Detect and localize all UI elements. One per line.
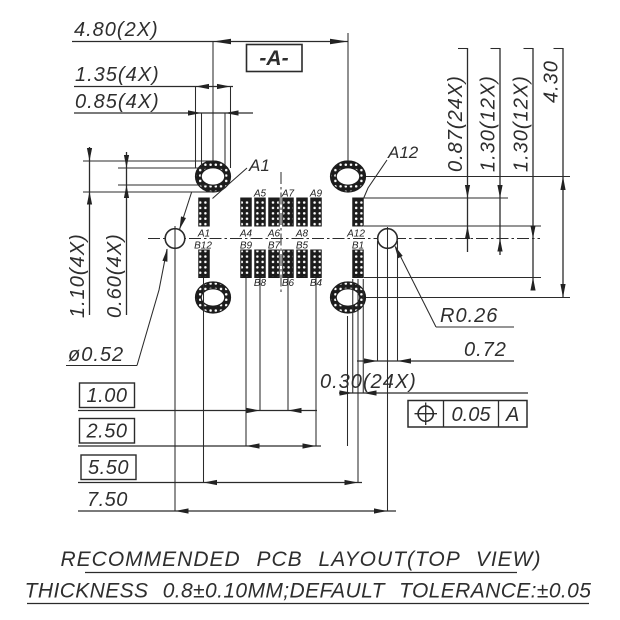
pad-label-B1: B1 [352,241,364,252]
title-line1: RECOMMENDED PCB LAYOUT(TOP VIEW) [61,548,542,571]
dimension-oval-height: 1.10(4X) [67,147,215,318]
pad-A7 [282,197,294,227]
via-radius-callout: R0.26 [394,245,514,328]
dim-span-vertical-text: 4.30 [541,60,563,103]
dimension-row-b-offset: 1.30(12X) [511,47,536,291]
dimension-span-pads: 5.50 [78,454,362,486]
pad-B4 [310,249,322,278]
oval-pad-bottom-left [194,281,232,314]
pad-label-A6: A6 [267,229,281,240]
callout-a12: A12 [363,143,419,199]
pad-A1 [198,197,210,227]
drawing-title: RECOMMENDED PCB LAYOUT(TOP VIEW) [61,548,542,574]
dim-pitch-mid-text: 2.50 [86,421,128,443]
title-line2: THICKNESS 0.8±0.10MM;DEFAULT TOLERANCE:±… [25,580,592,603]
dimension-pitch-small: 1.00 [78,382,317,414]
oval-pad-top-left [194,160,232,193]
pad-label-B5: B5 [296,241,309,252]
dimension-end-gap: 0.72 [357,339,514,364]
dim-hole-height-text: 0.60(4X) [104,233,126,318]
dimension-pad-width: 0.30(24X) [320,371,528,396]
dim-row-b-offset-text: 1.30(12X) [511,75,533,172]
pad-B1 [352,249,364,278]
dim-oval-pitch-text: 4.80(2X) [74,19,159,41]
pad-label-A9: A9 [309,189,323,200]
fcf-datum-ref: A [505,404,519,426]
dim-via-radius-text: R0.26 [440,305,498,327]
dimension-span-vias: 7.50 [78,489,396,514]
pad-label-A5: A5 [253,189,267,200]
dimension-hole-height: 0.60(4X) [104,152,206,318]
dim-span-pads-text: 5.50 [88,457,129,479]
dim-span-vias-text: 7.50 [87,489,128,511]
pad-A6 [268,197,280,227]
fcf-tolerance-value: 0.05 [452,404,492,426]
dimension-row-a-offset: 1.30(12X) [478,47,503,255]
pad-A9 [310,197,322,227]
dim-pitch-small-text: 1.00 [87,385,128,407]
dim-pad-length-text: 0.87(24X) [445,75,467,172]
dim-pad-width-text: 0.30(24X) [320,371,417,393]
callout-a1: A1 [212,156,270,199]
right-extension-lines [364,175,570,299]
pad-A12 [352,197,364,227]
dimension-pitch-mid: 2.50 [78,417,321,449]
position-tolerance-icon [414,402,437,425]
pad-B9 [240,249,252,278]
pad-B6 [282,249,294,278]
lower-extension-lines [174,226,399,511]
dim-oval-width-text: 1.35(4X) [75,64,160,86]
pad-label-A12: A12 [346,229,365,240]
pad-label-A1: A1 [197,229,210,240]
feature-control-frame: 0.05 A [407,399,528,428]
dim-oval-height-text: 1.10(4X) [67,233,89,318]
dimension-hole-width: 0.85(4X) [74,91,253,166]
callout-a1-label: A1 [248,156,270,175]
dimension-oval-width: 1.35(4X) [74,64,233,168]
pad-B8 [254,249,266,278]
pad-label-A4: A4 [239,229,253,240]
dimension-span-vertical: 4.30 [541,47,566,298]
pad-A8 [296,197,308,227]
dimension-oval-pitch: 4.80(2X) [72,19,349,161]
dim-row-a-offset-text: 1.30(12X) [478,75,500,172]
pad-B12 [198,249,210,278]
pad-B7 [268,249,280,278]
dim-via-diameter-text: ø0.52 [68,344,124,366]
pad-row-a [198,197,364,227]
pad-label-B12: B12 [194,241,212,252]
dimension-pad-length: 0.87(24X) [445,47,471,252]
dim-end-gap-text: 0.72 [464,339,507,361]
callout-a12-label: A12 [387,143,419,162]
pad-label-B7: B7 [268,241,281,252]
oval-pad-bottom-right [329,281,367,314]
drawing-note: THICKNESS 0.8±0.10MM;DEFAULT TOLERANCE:±… [25,580,592,605]
pad-A4 [240,197,252,227]
via-pointer-leader [179,192,192,230]
pad-A5 [254,197,266,227]
datum-flag: -A- [245,43,303,73]
pad-label-A7: A7 [281,189,295,200]
pad-label-B9: B9 [240,241,253,252]
pad-label-A8: A8 [295,229,309,240]
oval-pad-top-right [329,160,367,193]
pad-B5 [296,249,308,278]
pad-row-b [198,249,364,278]
via-diameter-callout: ø0.52 [66,248,168,367]
datum-flag-label: -A- [259,47,288,70]
dim-hole-width-text: 0.85(4X) [75,91,160,113]
